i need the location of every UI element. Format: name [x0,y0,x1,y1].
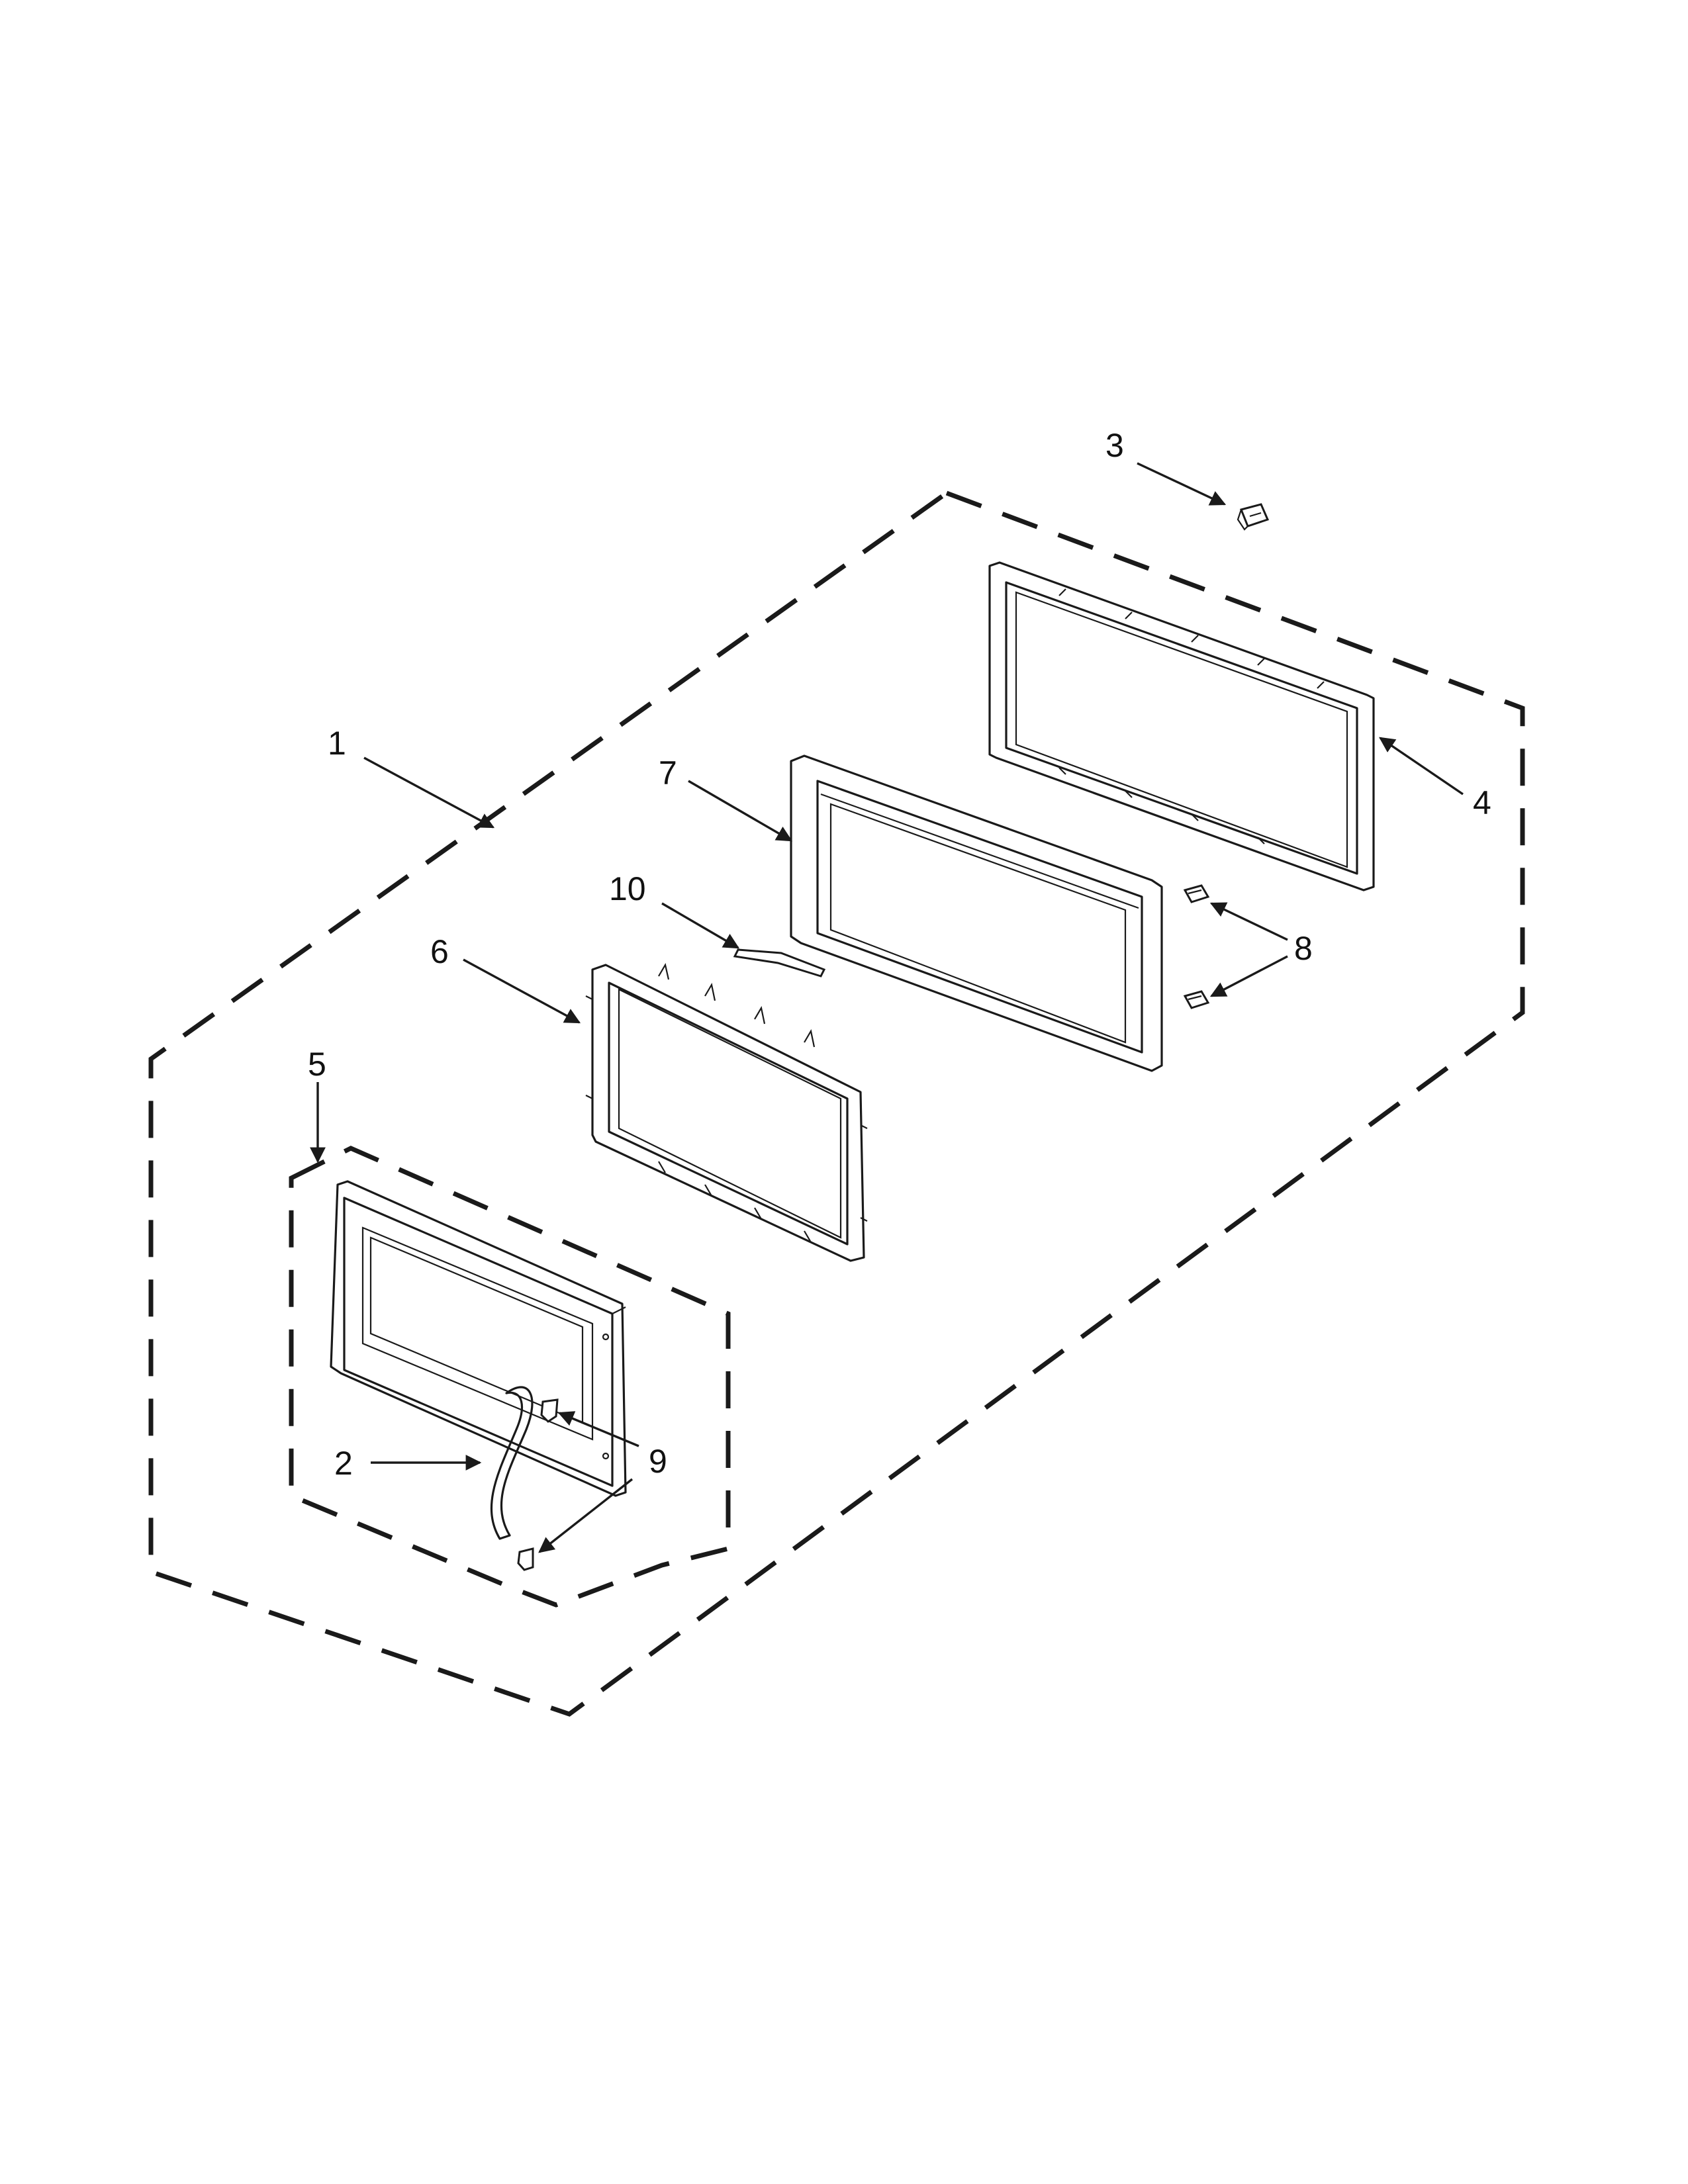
leader-1 [363,756,495,829]
part-8-hinge-clips [1183,884,1210,1009]
part-10-bracket [733,948,826,978]
part-7-inner-door [790,754,1163,1072]
leader-3 [1137,462,1227,506]
leader-lines [310,462,1464,1553]
part-3-clip [1237,503,1270,531]
leader-8b [1209,955,1288,997]
callout-1: 1 [328,725,346,762]
callout-7: 7 [659,754,677,792]
leader-8a [1209,902,1288,941]
callout-5: 5 [308,1046,326,1083]
part-4-choke-frame [988,561,1375,891]
leader-10 [661,902,740,949]
callout-9: 9 [649,1443,667,1480]
door-panel-outline [289,1146,731,1608]
leader-6 [463,958,581,1024]
callout-10: 10 [609,870,646,907]
callout-4: 4 [1473,784,1491,821]
callout-labels: 1 2 3 4 5 6 7 8 9 10 [308,427,1491,1482]
leader-7 [688,780,793,842]
part-6-spacer-frame [585,963,868,1262]
part-2-handle-strip [490,1386,534,1540]
leader-9b [538,1478,633,1553]
callout-2: 2 [334,1445,353,1482]
door-assembly-outline [148,490,1525,1717]
callout-3: 3 [1105,427,1124,464]
callout-8: 8 [1294,930,1313,967]
callout-6: 6 [430,933,449,970]
leader-9a [557,1411,639,1447]
part-5-door-panel [330,1180,627,1497]
leader-4 [1379,737,1464,796]
part-9-hooks [517,1398,559,1571]
